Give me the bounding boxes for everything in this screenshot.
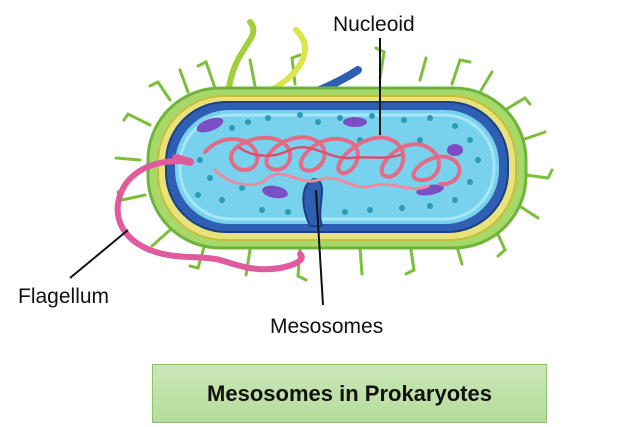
title-box: Mesosomes in Prokaryotes bbox=[152, 364, 547, 423]
label-nucleoid: Nucleoid bbox=[333, 13, 415, 36]
label-flagellum: Flagellum bbox=[18, 285, 110, 308]
diagram-title: Mesosomes in Prokaryotes bbox=[207, 380, 492, 406]
mesosome bbox=[302, 178, 324, 227]
leader-line-flagellum bbox=[69, 229, 129, 279]
ribosomes bbox=[195, 112, 481, 215]
leader-line-mesosomes bbox=[315, 189, 324, 306]
nucleoid-dna bbox=[203, 135, 462, 191]
flagellum bbox=[114, 158, 305, 273]
label-mesosomes: Mesosomes bbox=[270, 315, 384, 338]
